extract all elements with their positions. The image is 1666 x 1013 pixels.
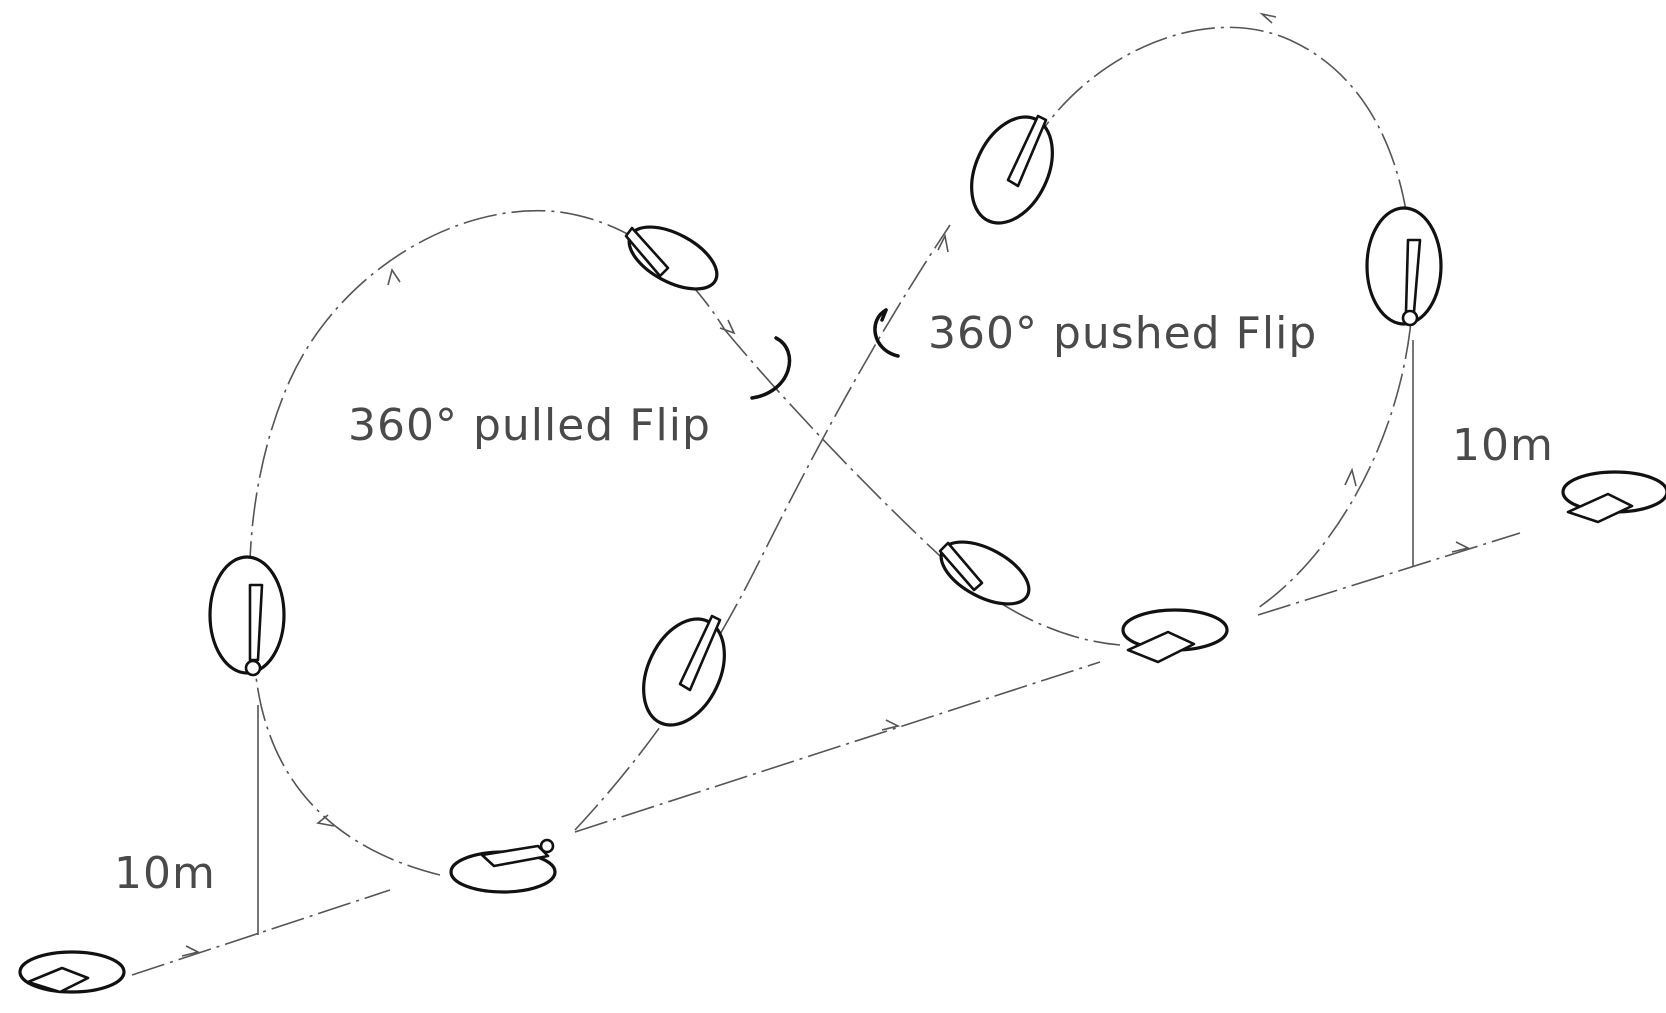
direction-arrow <box>881 719 901 731</box>
direction-arrow <box>719 319 736 335</box>
pushed-flip-loop <box>1029 26 1414 611</box>
helicopter-flat-left <box>449 838 557 894</box>
direction-arrow <box>1451 541 1471 553</box>
height-label-left: 10m <box>114 848 216 899</box>
rotation-arc-pushed-tip <box>880 308 888 322</box>
helicopter-pushed-upper <box>970 114 1054 225</box>
pulled-flip-label: 360° pulled Flip <box>348 400 711 451</box>
helicopter-hover-start <box>18 950 126 994</box>
pulled-flip-loop <box>248 209 726 876</box>
ground-track <box>574 661 1101 833</box>
rotation-arc-pulled <box>750 336 792 400</box>
pulled-flip-exit <box>724 329 1121 646</box>
direction-arrow <box>937 233 949 253</box>
helicopter-hover-end <box>1561 470 1666 524</box>
helicopter-mid-crossing <box>938 540 1031 606</box>
direction-arrow <box>1344 467 1357 487</box>
height-label-right: 10m <box>1452 420 1554 471</box>
pushed-flip-label: 360° pushed Flip <box>928 308 1318 359</box>
direction-arrow <box>387 268 401 286</box>
ground-track <box>1257 532 1521 616</box>
direction-arrow <box>181 945 201 957</box>
helicopter-vertical-left <box>208 555 286 677</box>
helicopter-vertical-right <box>1365 206 1443 327</box>
rotation-arc-pushed <box>873 308 900 358</box>
direction-arrow <box>316 814 335 827</box>
helicopter-hover-mid <box>1121 608 1229 664</box>
pushed-flip-entry <box>574 224 951 831</box>
ground-track <box>131 889 391 976</box>
helicopter-inverted-top <box>624 225 719 291</box>
direction-arrow <box>1259 12 1277 24</box>
helicopter-pushed-lower <box>642 614 726 727</box>
